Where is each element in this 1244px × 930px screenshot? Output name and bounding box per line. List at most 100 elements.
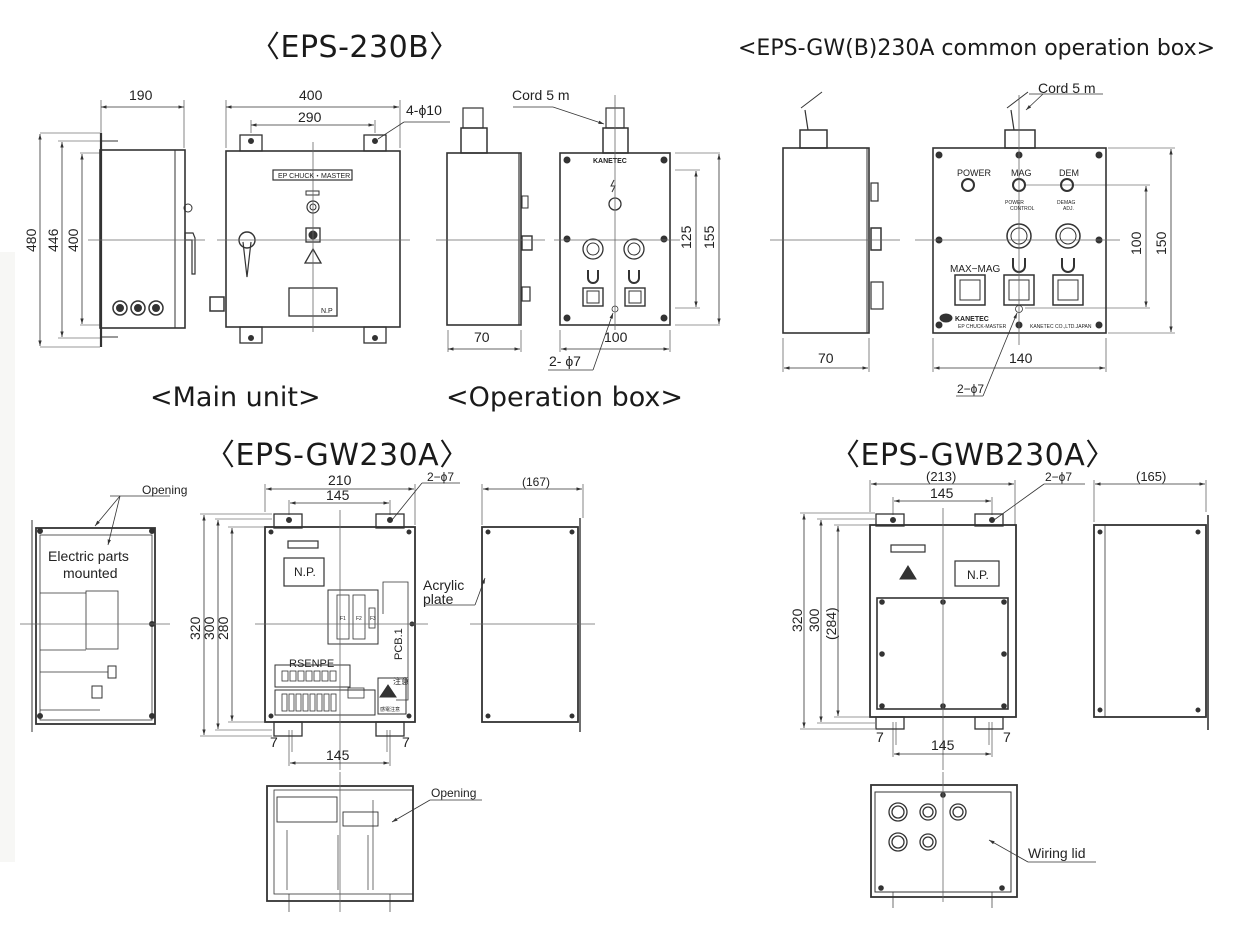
dim-70-common: 70	[818, 350, 834, 366]
gw230a-front-view	[200, 482, 460, 770]
maker-label: KANETEC CO.,LTD.JAPAN	[1030, 324, 1092, 330]
caution-text: 注意	[393, 676, 409, 686]
caution-text-2: 感電注意	[380, 706, 400, 713]
dial-knob-icon	[623, 238, 645, 260]
gwb230a-side-view	[1093, 480, 1209, 730]
title-eps-gw230a: 〈EPS-GW230A〉	[205, 438, 470, 473]
sub-brand: EP CHUCK-MASTER	[958, 324, 1007, 330]
pcb-outline	[382, 581, 409, 701]
push-button-demag	[624, 287, 646, 307]
knob2-label-line1: DEMAG	[1057, 200, 1075, 206]
gwb230a-front-view	[800, 480, 1085, 770]
dim-320-gw: 320	[187, 616, 203, 640]
dim-210: 210	[328, 472, 352, 488]
push-button-mag	[582, 287, 604, 307]
dim-7-left-gw: 7	[270, 734, 278, 750]
knob1-label-line1: POWER	[1005, 200, 1024, 206]
cord-cable-icon	[462, 107, 484, 129]
dim-213: (213)	[926, 469, 956, 484]
eps230b-opbox-front	[513, 95, 721, 371]
dim-7-right-gwb: 7	[1003, 729, 1011, 745]
common-opbox-front	[915, 91, 1175, 397]
gwb230a-bottom-view	[870, 772, 1096, 908]
common-opbox-side	[770, 91, 900, 372]
main-unit-side-view	[38, 100, 205, 348]
brand-kanetec: KANETEC	[593, 158, 627, 165]
dim-155: 155	[701, 225, 717, 249]
dim-2-phi7-gw: 2−ϕ7	[427, 470, 454, 484]
dim-446: 446	[45, 228, 61, 252]
warning-triangle-icon	[379, 684, 397, 698]
demag-adj-dial-icon	[1055, 223, 1081, 249]
label-opening-top: Opening	[142, 483, 187, 497]
mount-tab	[875, 513, 905, 527]
fuse-f1-label: F1	[340, 616, 346, 622]
dim-145-top-gw: 145	[326, 487, 350, 503]
label-opening-bottom: Opening	[431, 786, 476, 800]
dim-2-phi7-opbox: 2- ϕ7	[549, 353, 581, 369]
dim-480: 480	[23, 228, 39, 252]
dim-2-phi7-common: 2−ϕ7	[957, 382, 984, 396]
dim-4-phi10: 4-ϕ10	[406, 102, 442, 118]
mount-tab	[363, 134, 387, 152]
label-electric-parts: Electric parts	[48, 548, 129, 564]
dim-7-left-gwb: 7	[876, 729, 884, 745]
mount-tab	[239, 326, 263, 344]
dim-100-opbox: 100	[604, 329, 628, 345]
dim-280-gw: 280	[215, 616, 231, 640]
dim-145-top-gwb: 145	[930, 485, 954, 501]
max-mag-button	[954, 274, 986, 306]
label-plate: plate	[423, 591, 454, 607]
np-plate	[954, 560, 1000, 587]
mount-tab	[273, 513, 303, 529]
title-eps-gwb230a: 〈EPS-GWB230A〉	[830, 438, 1116, 473]
indicator-power: POWER	[957, 168, 992, 178]
nameplate-strip	[272, 169, 353, 181]
terminal-block	[274, 689, 376, 716]
lightning-icon	[610, 179, 616, 193]
np-plate	[283, 557, 325, 587]
dim-320-gwb: 320	[789, 608, 805, 632]
fuse-f3	[368, 607, 376, 629]
dim-2-phi7-gwb: 2−ϕ7	[1045, 470, 1072, 484]
cord-cable-icon	[1004, 129, 1036, 149]
mount-tab	[875, 716, 905, 730]
cable-knockouts	[888, 802, 967, 852]
dim-167: (167)	[522, 475, 550, 489]
mount-tab	[273, 721, 303, 737]
brand-kanetec-common: KANETEC	[955, 316, 989, 323]
fuse-f3-label: F3	[370, 616, 376, 622]
dim-300-gw: 300	[201, 616, 217, 640]
terminal-block	[274, 664, 351, 688]
dim-140: 140	[1009, 350, 1033, 366]
eps230b-opbox-side	[436, 107, 545, 352]
gw230a-interior-view	[20, 495, 170, 732]
fuse-f2-label: F2	[356, 616, 362, 622]
fuse-f1	[336, 594, 350, 640]
mount-tab	[363, 326, 387, 344]
dim-400-height: 400	[65, 228, 81, 252]
side-lamp-icon	[183, 203, 193, 213]
dim-70-opbox: 70	[474, 329, 490, 345]
demag-button	[1052, 274, 1084, 306]
indicator-dem: DEM	[1059, 168, 1079, 178]
dim-100-common: 100	[1128, 231, 1144, 255]
np-label: N.P	[321, 308, 333, 315]
dim-150: 150	[1153, 231, 1169, 255]
dial-knob-icon	[582, 238, 604, 260]
title-eps-230b: 〈EPS-230B〉	[250, 30, 460, 65]
magnet-icon	[1061, 258, 1075, 273]
nameplate-text: EP CHUCK・MASTER	[278, 173, 350, 180]
fuse-f2	[352, 594, 366, 640]
dim-165: (165)	[1136, 469, 1166, 484]
wiring-cover	[876, 597, 1009, 710]
title-common-operation-box: <EPS-GW(B)230A common operation box>	[738, 36, 1216, 61]
cable-glands-icon	[112, 300, 164, 316]
terminal-block	[276, 796, 338, 823]
dim-190: 190	[129, 87, 153, 103]
magnet-icon	[587, 270, 599, 284]
cord-label: Cord 5 m	[512, 87, 570, 103]
knob2-label-line2: ADJ.	[1063, 206, 1074, 212]
dim-125: 125	[678, 225, 694, 249]
np-label-gwb: N.P.	[967, 568, 989, 582]
